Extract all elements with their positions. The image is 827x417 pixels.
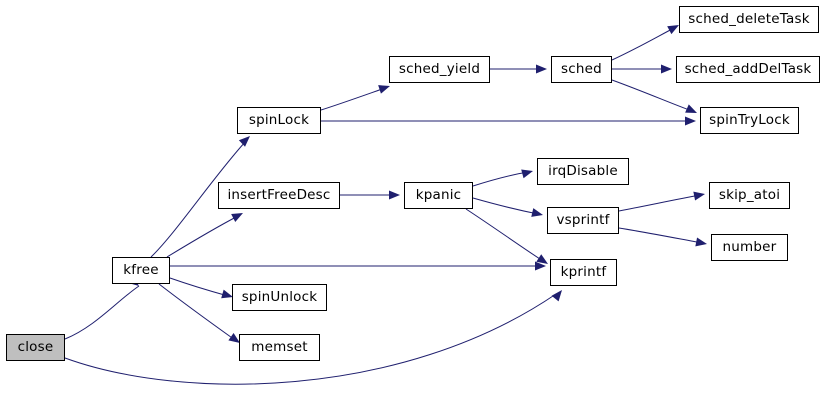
- node-spinLock[interactable]: spinLock: [237, 107, 321, 134]
- node-label: skip_atoi: [718, 186, 781, 203]
- arrowhead-spinLock-to-spinTryLock: [685, 116, 696, 126]
- node-label: sched_yield: [398, 60, 481, 77]
- edge-close-to-kprintf: [64, 293, 557, 385]
- edge-vsprintf-to-number: [618, 227, 703, 244]
- node-memset[interactable]: memset: [239, 334, 320, 361]
- edge-kfree-to-spinLock: [150, 140, 247, 258]
- arrowhead-kpanic-to-kprintf: [536, 254, 548, 264]
- node-label: sched_deleteTask: [688, 10, 810, 27]
- arrowhead-insertFreeDesc-to-kpanic: [389, 190, 400, 200]
- node-label: memset: [251, 338, 308, 355]
- node-spinUnlock[interactable]: spinUnlock: [232, 284, 327, 311]
- arrowhead-kfree-to-spinLock: [238, 136, 250, 147]
- node-label: kfree: [123, 261, 159, 278]
- node-label: irqDisable: [548, 162, 618, 179]
- node-close[interactable]: close: [6, 334, 65, 361]
- edge-spinLock-to-sched_yield: [320, 87, 386, 111]
- arrowhead-spinLock-to-sched_yield: [378, 85, 390, 94]
- edge-sched-to-sched_deleteTask: [611, 27, 675, 61]
- arrowhead-sched-to-sched_deleteTask: [667, 25, 679, 35]
- node-kprintf[interactable]: kprintf: [550, 259, 617, 286]
- node-label: number: [722, 238, 777, 255]
- node-vsprintf[interactable]: vsprintf: [547, 207, 619, 234]
- arrowhead-vsprintf-to-number: [695, 237, 707, 247]
- node-label: spinTryLock: [709, 111, 790, 128]
- edge-kfree-to-spinUnlock: [169, 277, 229, 297]
- node-label: vsprintf: [556, 211, 610, 228]
- arrowhead-kfree-to-insertFreeDesc: [231, 213, 243, 223]
- node-spinTryLock[interactable]: spinTryLock: [700, 107, 799, 134]
- arrowhead-kfree-to-spinUnlock: [221, 289, 233, 299]
- node-kpanic[interactable]: kpanic: [404, 182, 473, 209]
- edge-kfree-to-memset: [158, 283, 236, 341]
- arrowhead-kfree-to-memset: [228, 333, 240, 343]
- node-label: close: [17, 338, 54, 355]
- node-sched[interactable]: sched: [551, 56, 612, 83]
- node-insertFreeDesc[interactable]: insertFreeDesc: [218, 182, 340, 209]
- arrowhead-sched-to-sched_addDelTask: [661, 64, 672, 74]
- arrowhead-sched-to-spinTryLock: [685, 104, 697, 113]
- node-label: spinLock: [248, 111, 310, 128]
- edge-kpanic-to-vsprintf: [472, 197, 539, 215]
- node-number[interactable]: number: [711, 234, 788, 261]
- node-kfree[interactable]: kfree: [112, 257, 170, 284]
- arrowhead-sched_yield-to-sched: [536, 64, 547, 74]
- edge-kpanic-to-kprintf: [465, 208, 544, 262]
- node-label: sched_addDelTask: [684, 60, 812, 77]
- node-sched_deleteTask[interactable]: sched_deleteTask: [679, 6, 819, 33]
- edge-close-to-kfree: [64, 285, 140, 340]
- arrowhead-vsprintf-to-skip_atoi: [693, 191, 705, 201]
- node-label: insertFreeDesc: [227, 186, 331, 203]
- edge-vsprintf-to-skip_atoi: [618, 194, 701, 212]
- arrowhead-kpanic-to-vsprintf: [531, 208, 543, 217]
- node-skip_atoi[interactable]: skip_atoi: [709, 182, 790, 209]
- node-label: kpanic: [415, 186, 462, 203]
- node-sched_addDelTask[interactable]: sched_addDelTask: [676, 56, 820, 83]
- edge-sched-to-spinTryLock: [611, 79, 693, 112]
- arrowhead-close-to-kprintf: [551, 290, 562, 302]
- edge-kfree-to-insertFreeDesc: [166, 215, 239, 258]
- node-label: sched: [561, 60, 602, 77]
- node-label: kprintf: [560, 263, 607, 280]
- edge-kpanic-to-irqDisable: [472, 171, 529, 187]
- arrowhead-kfree-to-kprintf: [535, 261, 546, 271]
- node-irqDisable[interactable]: irqDisable: [537, 158, 629, 185]
- node-label: spinUnlock: [241, 288, 318, 305]
- arrowhead-kpanic-to-irqDisable: [521, 169, 533, 179]
- node-sched_yield[interactable]: sched_yield: [389, 56, 490, 83]
